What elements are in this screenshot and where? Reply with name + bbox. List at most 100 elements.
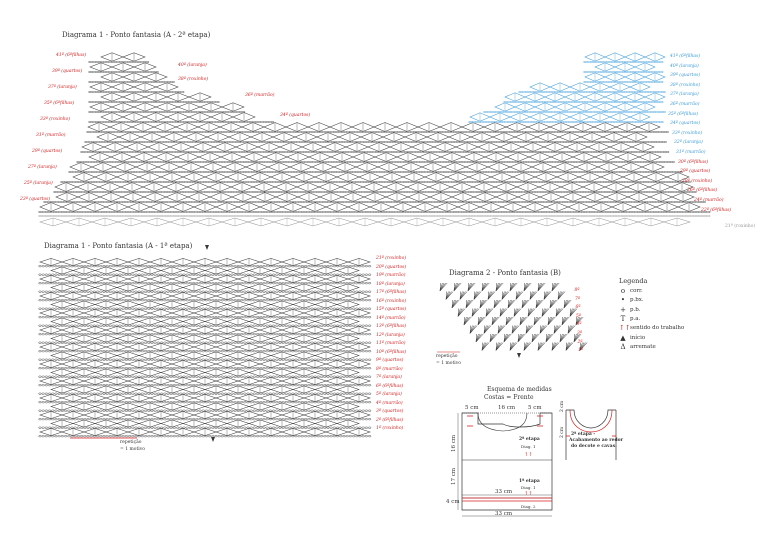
small-schematic-note-3: do decote e cavas. [571, 444, 617, 449]
bottom-row-label: 16ª (roxinho) [376, 298, 407, 304]
diagram2-repeat-label: repetição [436, 354, 458, 359]
top-left-side-row-label: 34ª (quartos) [280, 113, 311, 118]
bottom-row-label: 9ª (quartos) [376, 358, 404, 363]
legend-item-label: p.b. [630, 306, 641, 313]
top-left-row-label: 25ª (laranja) [24, 181, 53, 186]
bottom-row-label: 17ª (6ªfilhas) [376, 290, 407, 295]
diagram1-top-bottom-row-label: 21ª (roxinho) [725, 224, 756, 229]
schematic-hem-height: 4 cm [446, 499, 460, 505]
top-right-row-label: 32ª (laranja) [674, 140, 703, 146]
diagram2-row-label: 7ª [575, 296, 581, 302]
bottom-row-label: 18ª (laranja) [376, 281, 405, 287]
bottom-row-label: 19ª (marrão) [376, 273, 406, 278]
diagram1-top-title: Diagrama 1 - Ponto fantasia (A - 2ª etap… [62, 31, 211, 39]
top-right-row-label: 35ª (6ªfilhas) [668, 111, 699, 117]
top-left-side-row-label: 40ª (laranja) [178, 63, 207, 68]
top-right-row-label: 28ª (roxinho) [682, 178, 713, 184]
single-crochet-icon: + [620, 305, 626, 314]
diagram2-row-label: 4ª [576, 322, 582, 328]
schematic-subtitle: Costas = Frente [484, 394, 534, 401]
bottom-row-label: 1ª (roxinho) [376, 426, 404, 431]
work-direction-arrows-icon: ↑↑ [619, 324, 631, 333]
top-right-row-label: 31ª (marrão) [676, 150, 706, 155]
bottom-row-label: 11ª (marrão) [376, 341, 406, 346]
legend-item-label: arremate [630, 343, 656, 350]
diagram2-row-label: 1ª [578, 348, 584, 354]
top-right-row-label: 34ª (quartos) [670, 121, 701, 127]
top-left-row-label: 31ª (marrão) [36, 133, 66, 138]
schematic-outline: ↑↑↑↑ [457, 412, 553, 517]
legend-item: + p.b. [619, 305, 641, 314]
schematic-top-right-width: 5 cm [528, 405, 542, 411]
bottom-row-label: 14ª (marrão) [376, 315, 406, 321]
bottom-row-label: 6ª (6ªfilhas) [376, 383, 404, 389]
top-right-row-label: 24ª (marrão) [694, 198, 724, 203]
top-right-row-label: 36ª (marrão) [670, 102, 700, 107]
bottom-row-label: 13ª (6ªfilhas) [376, 324, 407, 329]
top-left-side-row-label: 36ª (marrão) [245, 93, 275, 98]
diagram2-row-label: 8ª [574, 288, 580, 293]
diagram1-top-stitches [38, 112, 711, 214]
small-schematic-outline [565, 409, 617, 460]
legend-title: Legenda [619, 277, 648, 285]
top-right-row-label: 33ª (roxinho) [672, 130, 703, 136]
top-right-row-label: 41ª (6ªfilhas) [670, 54, 701, 59]
diagram2-row-label: 3ª [577, 331, 583, 336]
chain-oval-icon: o [620, 287, 626, 295]
diagram2-title: Diagrama 2 - Ponto fantasia (B) [449, 269, 561, 277]
top-right-row-label: 30ª (6ªfilhas) [678, 159, 709, 165]
schematic-bottom-width: 33 cm [495, 511, 513, 517]
schematic-upper-height: 16 cm [451, 434, 457, 452]
diagram1-bottom-title: Diagrama 1 - Ponto fantasia (A - 1ª etap… [44, 242, 193, 250]
top-right-row-label: 39ª (quartos) [670, 73, 701, 79]
bottom-row-label: 10ª (6ªfilhas) [376, 349, 407, 355]
small-schematic-note-2: Acabamento ao redor [569, 438, 623, 443]
top-left-row-label: 23ª (quartos) [20, 197, 51, 202]
top-left-row-label: 39ª (quartos) [52, 69, 83, 74]
bottom-row-label: 20ª (quartos) [376, 264, 407, 270]
double-crochet-icon: T [620, 314, 626, 323]
slip-stitch-icon: • [620, 296, 626, 305]
schematic-stage2-diag: Diag. 1 [521, 444, 536, 449]
schematic-top-left-width: 5 cm [465, 405, 479, 411]
schematic-top-mid-width: 16 cm [498, 405, 516, 411]
top-left-row-label: 35ª (6ªfilhas) [44, 101, 75, 106]
top-left-row-label: 37ª (laranja) [48, 85, 77, 90]
top-left-row-label: 27ª (laranja) [28, 165, 57, 170]
diagram1-repeat-motif: = 1 motivo [120, 447, 145, 452]
diagram2-row-label: 5ª [576, 313, 582, 319]
finish-arrow-icon: Δ [620, 342, 626, 351]
top-right-row-label: 38ª (roxinho) [670, 82, 701, 88]
top-right-row-label: 37ª (laranja) [670, 92, 699, 98]
schematic-hem-diag: Diag. 2 [521, 504, 536, 509]
legend-item: ▲início [619, 334, 645, 342]
diagram1-repeat-label: repetição [120, 440, 142, 445]
small-schematic-note-1: 2ª etapa - [571, 432, 596, 437]
bottom-row-label: 5ª (laranja) [376, 392, 402, 397]
bottom-row-label: 21ª (roxinho) [376, 256, 407, 261]
legend-item: ↑↑sentido do trabalho [619, 324, 684, 332]
top-right-row-label: 29ª (quartos) [680, 169, 711, 175]
legend-item-label: p.a. [630, 315, 641, 322]
bottom-row-label: 3ª (quartos) [376, 409, 404, 414]
top-right-row-label: 22ª (6ªfilhas) [701, 207, 732, 213]
legend-item-label: sentido do trabalho [630, 325, 685, 332]
diagram2-row-label: 6ª [575, 305, 581, 311]
top-left-side-row-label: 38ª (roxinho) [178, 77, 209, 82]
top-left-row-label: 33ª (roxinho) [40, 117, 71, 122]
small-schematic-top-height: 2 cm [560, 400, 565, 412]
diagram1-bottom-stitches [38, 245, 372, 442]
legend-item-label: início [630, 334, 646, 341]
schematic-mid-width: 33 cm [495, 489, 513, 495]
top-left-row-label: 29ª (quartos) [32, 149, 63, 154]
bottom-row-label: 2ª (6ªfilhas) [376, 417, 404, 423]
small-schematic-side-height: 2 cm [560, 426, 565, 438]
legend-item-label: p.bx. [630, 297, 644, 304]
diagram1-top-foundation-gray [38, 214, 711, 227]
bottom-row-label: 8ª (marrão) [376, 366, 403, 372]
diagram1-top-right-strap-blue [468, 52, 666, 124]
schematic-lower-height: 17 cm [451, 467, 457, 485]
top-right-row-label: 26ª (6ªfilhas) [687, 188, 718, 194]
